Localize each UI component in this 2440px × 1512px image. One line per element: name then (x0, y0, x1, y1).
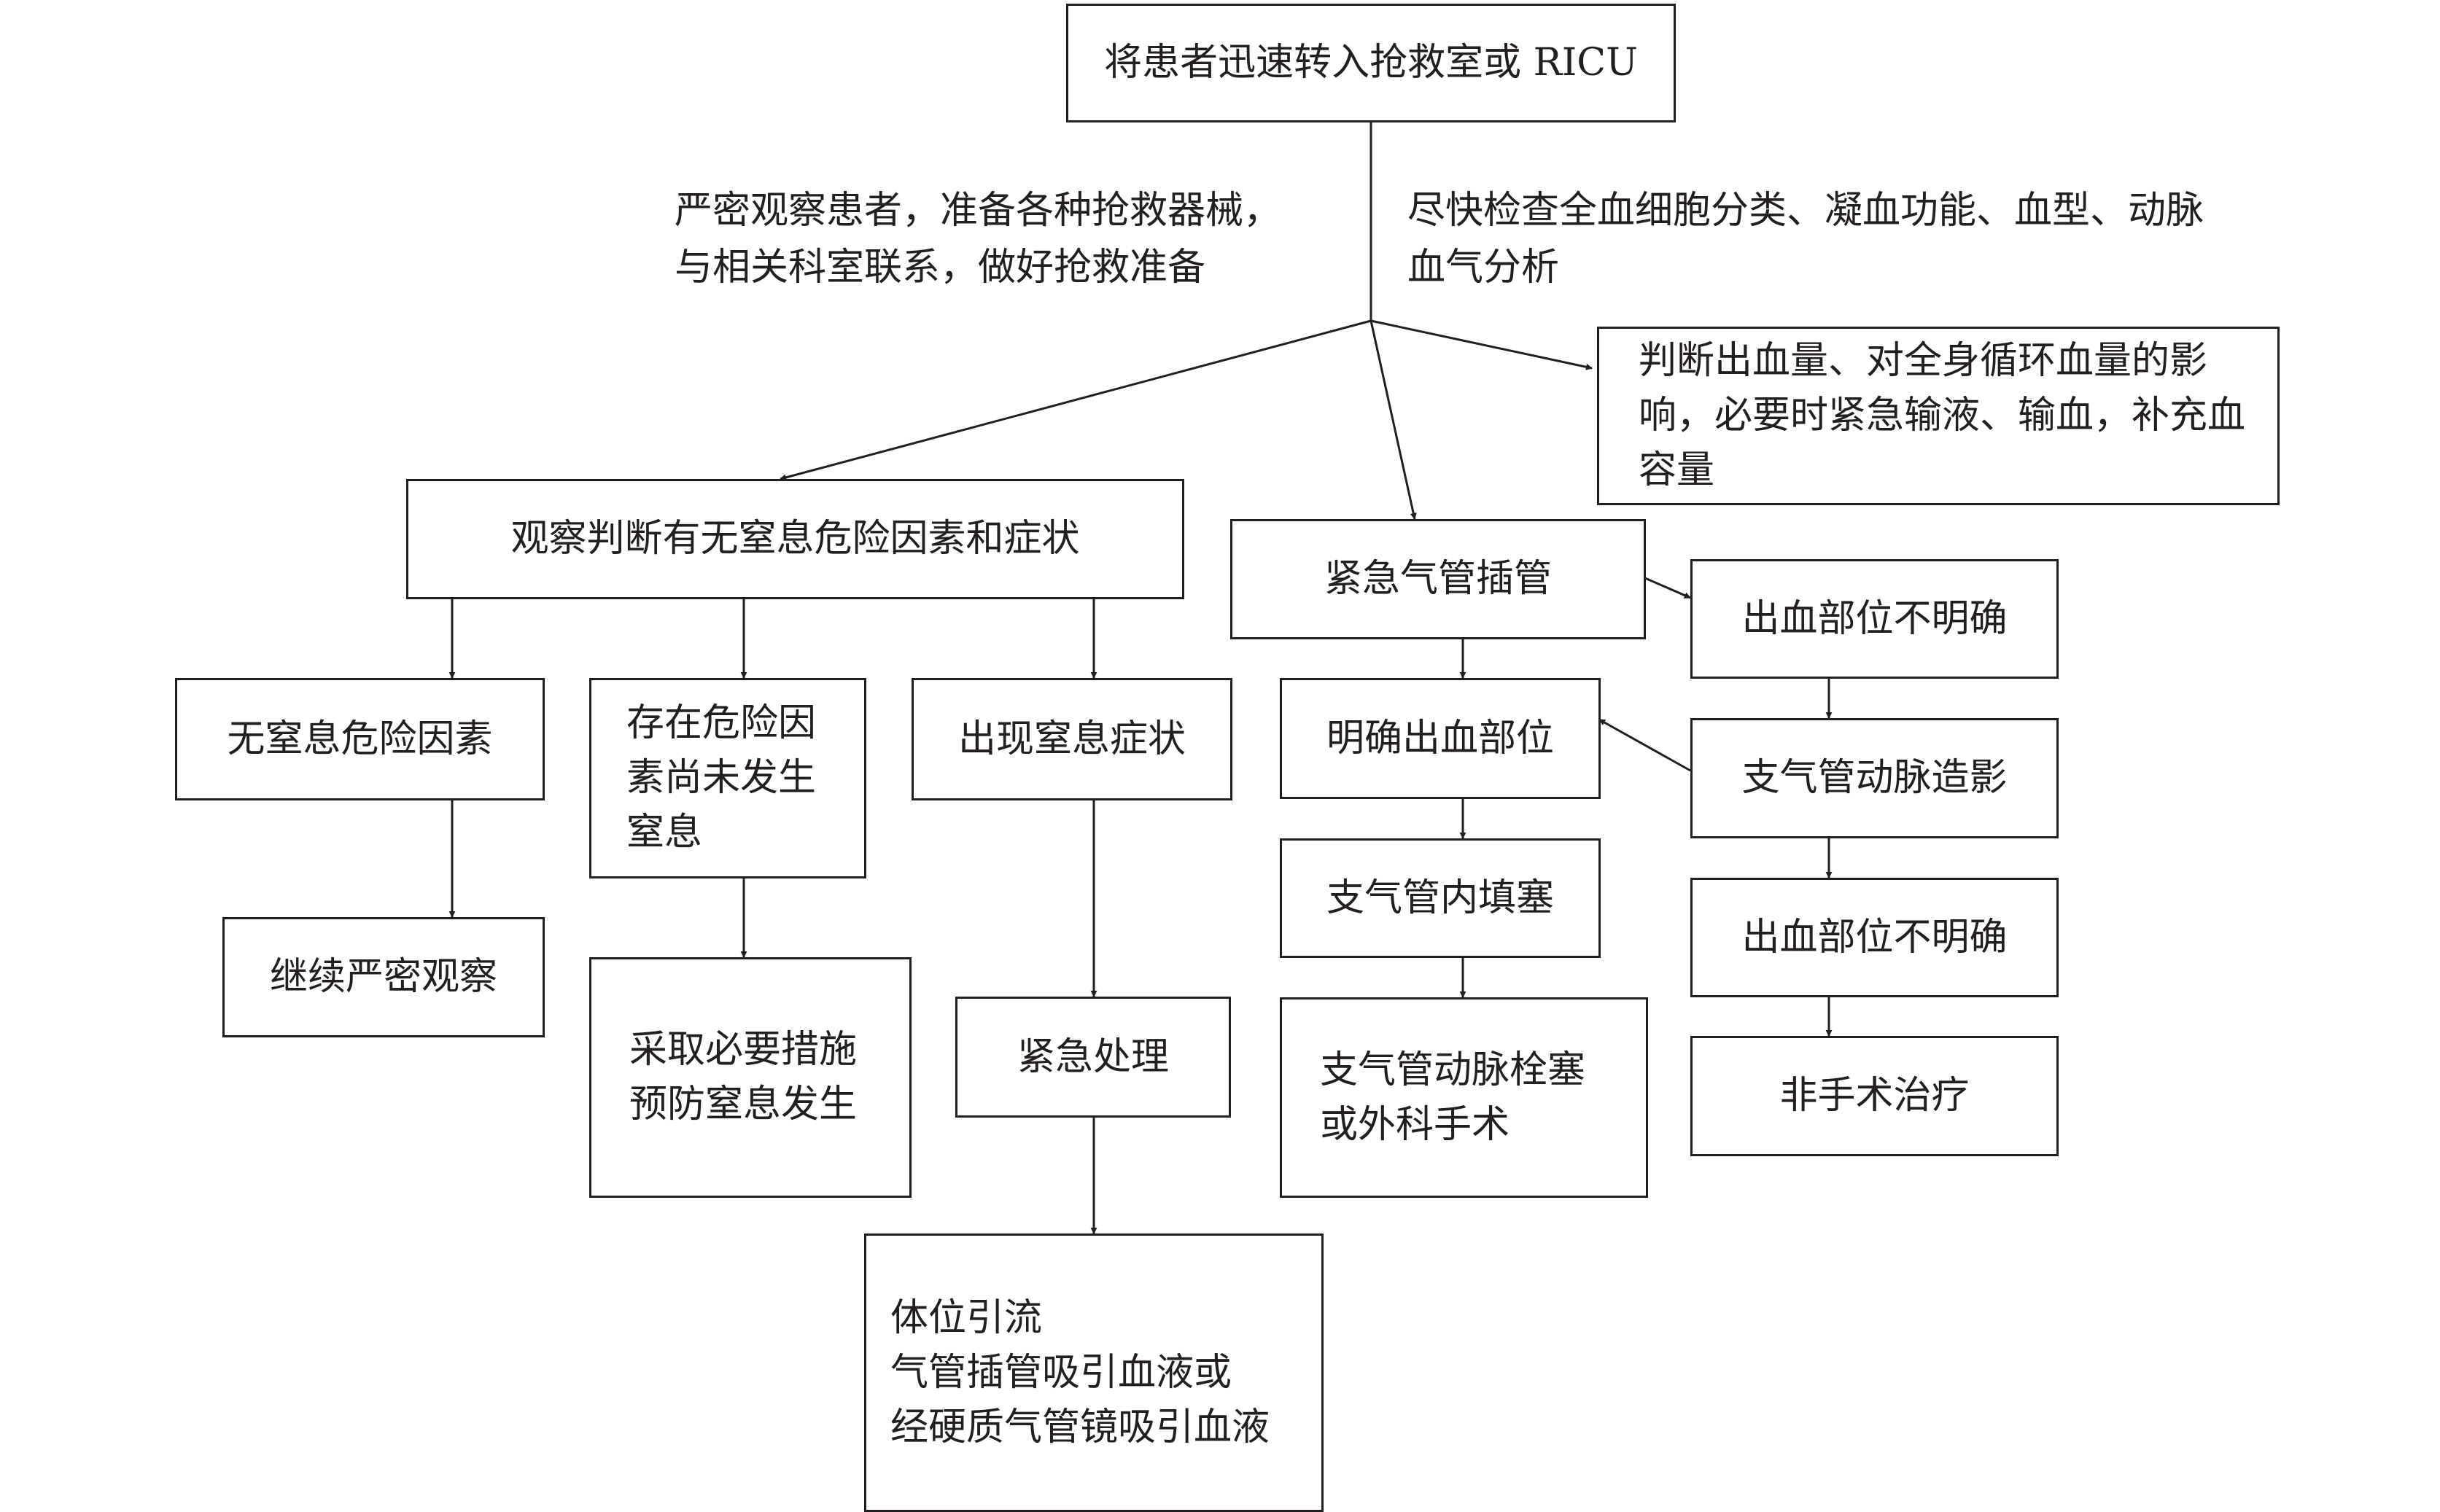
node-bleeding-unclear-1: 出血部位不明确 (1690, 559, 2059, 679)
node-keep-observing-label: 继续严密观察 (269, 955, 497, 999)
node-risk-no-asphyxia: 存在危险因 素尚未发生 窒息 (589, 678, 866, 878)
node-assess-blood-label: 判断出血量、对全身循环血量的影 响，必要时紧急输液、输血，补充血 容量 (1639, 339, 2246, 492)
node-endobronchial-label: 支气管内填塞 (1326, 876, 1554, 920)
node-no-risk: 无窒息危险因素 (175, 678, 545, 800)
node-asphyxia-symptoms-label: 出现窒息症状 (957, 717, 1186, 761)
label-tests: 尽快检查全血细胞分类、凝血功能、血型、动脉 血气分析 (1407, 189, 2204, 289)
node-observe-asphyxia: 观察判断有无窒息危险因素和症状 (406, 479, 1184, 599)
arrow-to-bleeding-unclear-1 (1644, 577, 1691, 599)
node-emergency: 紧急处理 (955, 997, 1231, 1118)
node-bleeding-unclear-2: 出血部位不明确 (1690, 878, 2059, 997)
arrow-to-observe (780, 319, 1372, 481)
node-embolization: 支气管动脉栓塞 或外科手术 (1280, 997, 1648, 1198)
node-observe-asphyxia-label: 观察判断有无窒息危险因素和症状 (510, 517, 1080, 561)
node-no-risk-label: 无窒息危险因素 (227, 717, 493, 761)
node-drainage: 体位引流 气管插管吸引血液或 经硬质气管镜吸引血液 (864, 1234, 1324, 1512)
node-endobronchial: 支气管内填塞 (1280, 838, 1601, 958)
node-transfer-label: 将患者迅速转入抢救室或 RICU (1104, 41, 1638, 85)
node-angiography-label: 支气管动脉造影 (1741, 756, 2008, 800)
node-asphyxia-symptoms: 出现窒息症状 (912, 678, 1232, 800)
node-risk-no-asphyxia-label: 存在危险因 素尚未发生 窒息 (626, 701, 817, 854)
node-embolization-label: 支气管动脉栓塞 或外科手术 (1320, 1048, 1586, 1147)
node-non-surgical: 非手术治疗 (1690, 1036, 2059, 1156)
node-intubation-label: 紧急气管插管 (1324, 557, 1552, 601)
label-prepare: 严密观察患者，准备各种抢救器械， 与相关科室联系，做好抢救准备 (675, 189, 1282, 289)
node-bleeding-clear-label: 明确出血部位 (1326, 716, 1554, 760)
node-bleeding-unclear-2-label: 出血部位不明确 (1741, 915, 2008, 959)
node-intubation: 紧急气管插管 (1230, 519, 1646, 639)
node-bleeding-clear: 明确出血部位 (1280, 678, 1601, 799)
node-non-surgical-label: 非手术治疗 (1779, 1074, 1970, 1118)
node-bleeding-unclear-1-label: 出血部位不明确 (1741, 596, 2008, 641)
arrow-to-assess-blood (1370, 319, 1593, 370)
node-drainage-label: 体位引流 气管插管吸引血液或 经硬质气管镜吸引血液 (890, 1295, 1270, 1449)
node-keep-observing: 继续严密观察 (222, 917, 545, 1037)
node-emergency-label: 紧急处理 (1017, 1034, 1169, 1079)
node-prevent: 采取必要措施 预防窒息发生 (589, 957, 912, 1198)
node-prevent-label: 采取必要措施 预防窒息发生 (629, 1028, 858, 1126)
node-angiography: 支气管动脉造影 (1690, 718, 2059, 838)
node-transfer: 将患者迅速转入抢救室或 RICU (1066, 4, 1676, 122)
node-assess-blood: 判断出血量、对全身循环血量的影 响，必要时紧急输液、输血，补充血 容量 (1597, 327, 2280, 505)
arrow-angiography-to-bleeding-clear (1598, 718, 1691, 772)
arrow-to-intubation (1369, 320, 1417, 520)
